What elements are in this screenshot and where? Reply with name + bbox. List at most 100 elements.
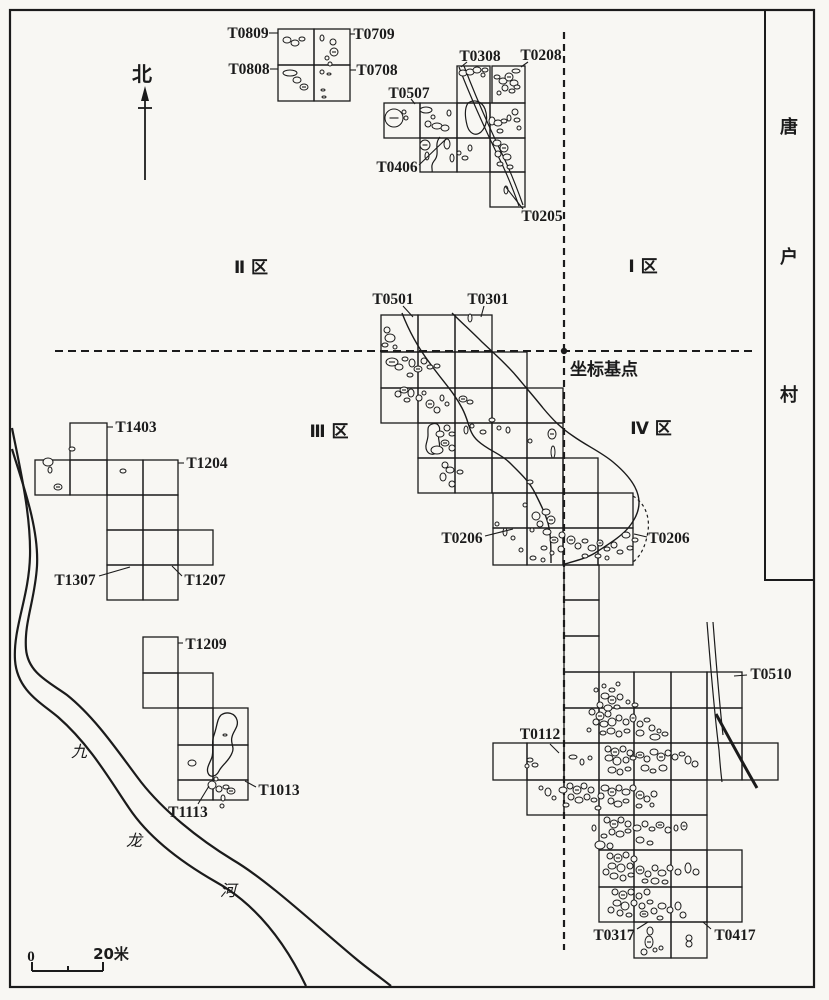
pit-feature xyxy=(643,717,651,723)
datum-axes xyxy=(55,32,757,950)
pit-feature xyxy=(420,357,428,365)
pit-feature xyxy=(574,796,584,804)
trench-label-t1403-13: T1403 xyxy=(115,419,157,436)
pit-feature xyxy=(607,717,617,727)
pit-feature xyxy=(511,108,519,116)
pit-feature xyxy=(466,399,474,405)
zone-label-2: Ⅰ 区 xyxy=(628,257,657,277)
leader-line xyxy=(171,565,183,577)
leader-line xyxy=(733,674,748,677)
grid-cell xyxy=(69,459,108,496)
pit-feature xyxy=(421,390,427,396)
pit-feature xyxy=(594,840,606,850)
pit-feature xyxy=(640,764,650,772)
pit-feature xyxy=(604,745,612,753)
pit-feature xyxy=(643,888,651,896)
pit-feature xyxy=(496,128,504,134)
village-name-char-1: 户 xyxy=(780,246,798,268)
scalebar-twenty: 20米 xyxy=(93,945,130,963)
pit-feature xyxy=(626,545,634,551)
grid-cell xyxy=(142,672,179,709)
pit-feature xyxy=(604,710,612,718)
pit-feature xyxy=(282,36,292,44)
trench-label-t0208-5: T0208 xyxy=(520,47,562,64)
datum-point xyxy=(560,347,568,355)
pit-feature xyxy=(444,401,450,407)
pit-feature xyxy=(430,445,444,455)
pit-feature xyxy=(580,782,588,790)
pit-feature xyxy=(506,114,512,122)
grid-cell xyxy=(563,564,600,601)
pit-feature xyxy=(602,868,610,876)
pit-feature xyxy=(566,782,574,790)
pit-feature xyxy=(439,472,447,482)
grid-cell xyxy=(597,492,634,529)
pit-feature xyxy=(622,718,630,726)
gully-east xyxy=(451,312,640,565)
pit-feature xyxy=(671,753,679,761)
grid-cell xyxy=(313,64,351,102)
pit-feature xyxy=(616,549,624,555)
leader-line xyxy=(402,305,414,318)
pit-feature xyxy=(616,863,626,873)
leader-line xyxy=(633,533,648,538)
pit-feature xyxy=(674,901,682,911)
pit-feature xyxy=(326,72,332,76)
pit-feature xyxy=(488,417,496,423)
trench-label-t1209-17: T1209 xyxy=(185,636,227,653)
pit-feature xyxy=(606,842,614,850)
trench-label-t0112-20: T0112 xyxy=(520,726,561,743)
pit-feature xyxy=(540,545,548,551)
grid-cell xyxy=(741,742,779,781)
grid-cell xyxy=(177,529,214,566)
grid-cell xyxy=(69,422,108,461)
pit-feature xyxy=(616,909,624,917)
pit-feature xyxy=(494,150,502,158)
pit-feature xyxy=(461,155,469,161)
pit-feature xyxy=(329,38,337,46)
pit-feature xyxy=(587,755,593,761)
pit-feature xyxy=(327,61,333,67)
pit-feature xyxy=(638,902,646,910)
trench-label-t0510-21: T0510 xyxy=(750,666,792,683)
grid-cell xyxy=(563,599,600,637)
leader-line xyxy=(484,528,514,537)
pit-feature xyxy=(445,466,455,474)
feature-long-pit xyxy=(206,712,239,777)
pit-feature xyxy=(496,161,504,167)
pit-feature xyxy=(674,868,682,876)
pit-feature xyxy=(516,125,522,131)
pit-feature xyxy=(401,356,409,362)
pit-feature xyxy=(607,906,615,914)
road-lower-thick xyxy=(714,713,759,789)
map-frame xyxy=(8,8,816,989)
pit-feature xyxy=(568,754,578,760)
pit-feature xyxy=(626,749,634,757)
pit-feature xyxy=(433,406,441,414)
map-border xyxy=(8,8,816,989)
pit-feature xyxy=(622,798,630,804)
pit-feature xyxy=(407,388,415,398)
grid-cell xyxy=(417,314,456,353)
pit-feature xyxy=(511,68,521,74)
pit-feature xyxy=(627,872,635,878)
trench-label-t0501-9: T0501 xyxy=(372,291,413,308)
pit-feature xyxy=(403,397,411,403)
grid-cell xyxy=(563,635,600,673)
pit-feature xyxy=(456,150,462,156)
grid-cell xyxy=(142,636,179,674)
pit-feature xyxy=(657,869,667,877)
pit-feature xyxy=(551,795,557,801)
pit-feature xyxy=(624,820,632,828)
trench-label-t1207-16: T1207 xyxy=(184,572,226,589)
pit-feature xyxy=(319,69,325,75)
pit-feature xyxy=(538,785,544,791)
north-arrow-head xyxy=(141,86,149,101)
pit-feature xyxy=(446,109,452,117)
pit-feature xyxy=(508,88,516,94)
pit-feature xyxy=(616,693,624,701)
pit-feature xyxy=(596,701,604,709)
pit-feature xyxy=(621,531,631,539)
pit-feature xyxy=(648,724,656,732)
